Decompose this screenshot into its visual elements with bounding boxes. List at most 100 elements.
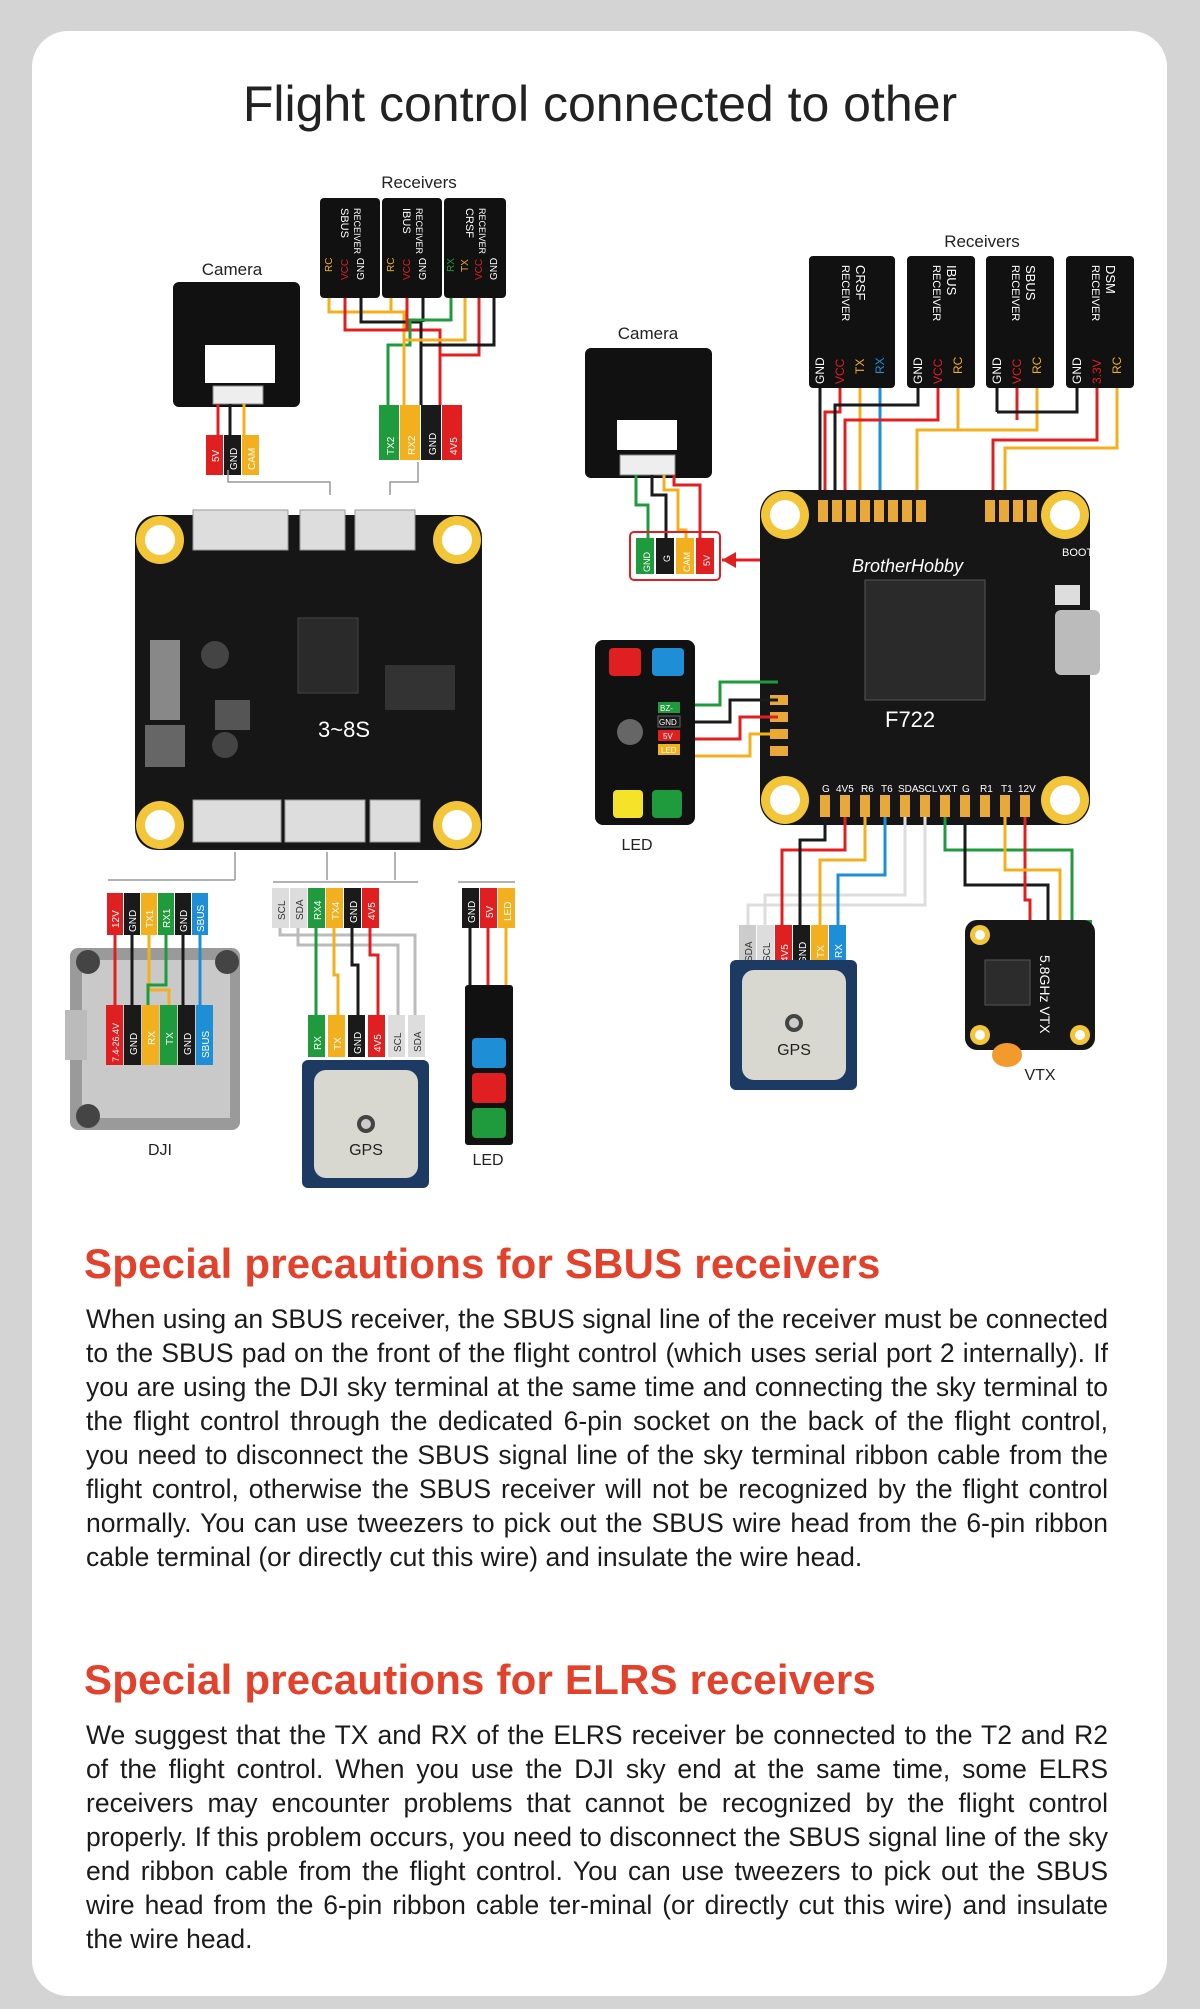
svg-text:GND: GND — [179, 910, 190, 932]
right-receiver-sbus: SBUS RECEIVER — [986, 256, 1054, 388]
boot-label: BOOT — [1062, 547, 1093, 559]
svg-text:DSM: DSM — [1103, 265, 1118, 294]
svg-text:GND: GND — [911, 357, 925, 384]
right-led-label: LED — [621, 837, 652, 854]
svg-text:LED: LED — [503, 902, 514, 921]
svg-text:CRSF: CRSF — [463, 208, 475, 238]
svg-text:VCC: VCC — [474, 259, 485, 280]
svg-text:CAM: CAM — [247, 448, 258, 470]
right-receiver-crsf: CRSF RECEIVER — [809, 256, 895, 388]
svg-text:CRSF: CRSF — [853, 265, 868, 300]
svg-text:LED: LED — [661, 746, 677, 755]
svg-text:VCC: VCC — [833, 358, 847, 384]
svg-text:GND: GND — [356, 258, 367, 280]
svg-text:SDA: SDA — [744, 941, 755, 962]
left-led-label: LED — [472, 1152, 503, 1169]
svg-text:RECEIVER: RECEIVER — [414, 208, 424, 255]
page-title: Flight control connected to other — [242, 76, 958, 132]
left-flight-controller — [135, 509, 482, 850]
dji-label: DJI — [148, 1142, 172, 1159]
svg-text:G: G — [962, 784, 970, 795]
svg-text:5V: 5V — [485, 905, 496, 918]
svg-text:RC: RC — [386, 258, 397, 272]
svg-text:VCC: VCC — [340, 259, 351, 280]
svg-text:BZ-: BZ- — [660, 704, 673, 713]
svg-text:GND: GND — [467, 901, 478, 923]
svg-text:R1: R1 — [980, 784, 993, 795]
left-fc-receiver-plug: TX2 RX2 GND 4V5 — [379, 405, 462, 460]
right-camera-plug: GND G CAM 5V — [629, 531, 721, 581]
svg-text:TX2: TX2 — [386, 436, 397, 455]
right-receivers-label: Receivers — [944, 232, 1020, 251]
svg-text:SDA: SDA — [413, 1031, 424, 1052]
svg-text:SCL: SCL — [277, 900, 288, 920]
svg-text:VCC: VCC — [402, 259, 413, 280]
svg-text:RECEIVER: RECEIVER — [930, 265, 942, 321]
svg-text:GND: GND — [349, 901, 360, 923]
vtx-board — [965, 920, 1095, 1067]
svg-text:RX2: RX2 — [407, 435, 418, 455]
svg-text:RC: RC — [324, 258, 335, 272]
left-receivers-label: Receivers — [381, 173, 457, 192]
svg-text:RX: RX — [873, 357, 887, 374]
svg-text:RECEIVER: RECEIVER — [352, 208, 362, 255]
right-led-board: BZ- GND 5V LED — [595, 640, 695, 825]
svg-text:GND: GND — [990, 357, 1004, 384]
right-camera — [585, 348, 712, 478]
left-camera-label: Camera — [202, 260, 263, 279]
left-receiver-crsf: CRSF RECEIVER — [444, 198, 506, 298]
svg-text:RC: RC — [1030, 356, 1044, 374]
svg-text:GND: GND — [128, 910, 139, 932]
brand-label: BrotherHobby — [852, 556, 964, 576]
left-led-strip — [465, 985, 513, 1145]
svg-text:4V5: 4V5 — [373, 1034, 384, 1052]
svg-text:RX4: RX4 — [313, 900, 324, 920]
svg-text:SCL: SCL — [393, 1032, 404, 1052]
svg-text:TX: TX — [165, 1032, 176, 1045]
svg-text:RC: RC — [951, 356, 965, 374]
wiring-diagram: Receivers SBUS RECEIVER IBUS RECEIVER CR… — [65, 173, 1134, 1188]
svg-text:GND: GND — [1070, 357, 1084, 384]
svg-text:SBUS: SBUS — [1023, 265, 1038, 301]
sbus-heading: Special precautions for SBUS receivers — [84, 1240, 881, 1287]
svg-text:TX1: TX1 — [145, 909, 156, 928]
svg-text:RECEIVER: RECEIVER — [477, 208, 487, 255]
svg-text:4V5: 4V5 — [449, 437, 460, 455]
left-receiver-ibus: IBUS RECEIVER — [382, 198, 442, 298]
svg-text:5V: 5V — [702, 555, 712, 566]
right-camera-label: Camera — [618, 324, 679, 343]
svg-text:RECEIVER: RECEIVER — [1089, 265, 1101, 321]
elrs-heading: Special precautions for ELRS receivers — [84, 1656, 876, 1703]
right-receiver-dsm: DSM RECEIVER — [1066, 256, 1134, 388]
svg-text:4V5: 4V5 — [367, 902, 378, 920]
svg-text:T6: T6 — [881, 784, 893, 795]
svg-text:VXT: VXT — [938, 784, 957, 795]
svg-text:GND: GND — [813, 357, 827, 384]
svg-text:4V5: 4V5 — [780, 944, 791, 962]
svg-text:VCC: VCC — [931, 358, 945, 384]
right-flight-controller — [760, 490, 1100, 825]
svg-text:TX: TX — [816, 945, 827, 958]
svg-text:RX1: RX1 — [162, 908, 173, 928]
vtx-label: VTX — [1024, 1067, 1055, 1084]
right-gps-module — [730, 960, 857, 1090]
svg-text:RECEIVER: RECEIVER — [839, 265, 851, 321]
svg-text:T1: T1 — [1001, 784, 1013, 795]
svg-text:IBUS: IBUS — [944, 265, 959, 296]
left-gps-module — [302, 1060, 429, 1188]
chip-label: F722 — [885, 707, 935, 732]
left-receiver-sbus: SBUS RECEIVER — [320, 198, 380, 298]
svg-text:GND: GND — [183, 1033, 194, 1055]
svg-text:GND: GND — [798, 942, 809, 964]
left-camera-plug: 5V GND CAM — [206, 435, 259, 475]
svg-text:GND: GND — [428, 433, 439, 455]
left-camera — [173, 282, 300, 407]
svg-text:SBUS: SBUS — [196, 904, 207, 932]
dji-bottom-pins: 7.4-26.4V GND RX TX GND SBUS — [106, 1005, 213, 1065]
svg-text:SCL: SCL — [762, 942, 773, 962]
svg-text:G: G — [662, 555, 672, 562]
svg-text:SDA: SDA — [295, 899, 306, 920]
svg-text:SBUS: SBUS — [201, 1030, 212, 1058]
svg-text:12V: 12V — [1018, 784, 1036, 795]
